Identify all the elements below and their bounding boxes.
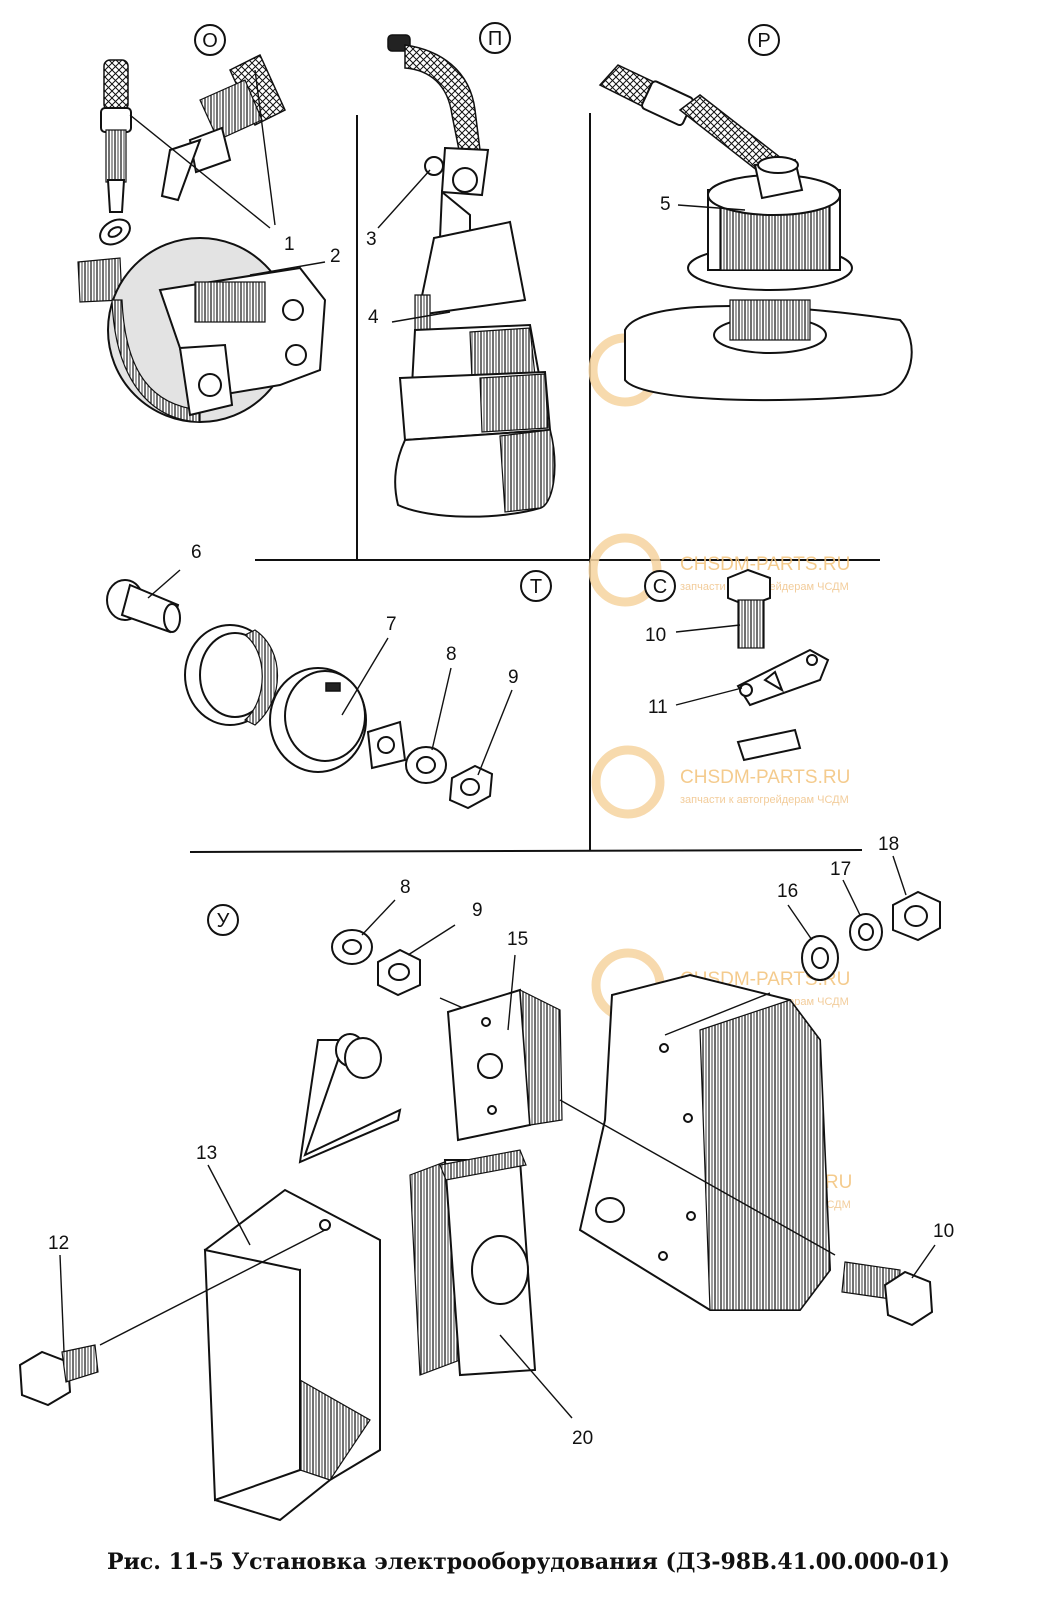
lamp-7 xyxy=(269,667,367,773)
svg-text:6: 6 xyxy=(191,542,202,563)
svg-text:5: 5 xyxy=(660,194,671,215)
svg-text:13: 13 xyxy=(196,1143,217,1164)
part-label-10b: 10 xyxy=(911,1221,954,1279)
svg-text:16: 16 xyxy=(777,881,798,902)
plate-small xyxy=(736,728,802,762)
watermark-logo-2: CHSDM-PARTS.RU запчасти к автогрейдерам … xyxy=(588,533,850,607)
svg-text:Р: Р xyxy=(757,30,770,52)
svg-text:С: С xyxy=(653,576,667,598)
nut-9b xyxy=(377,948,421,997)
part-label-13: 13 xyxy=(196,1143,251,1246)
part-1-leaders xyxy=(129,69,276,229)
svg-text:8: 8 xyxy=(400,877,411,898)
section-dividers xyxy=(189,113,880,853)
bolt-10b xyxy=(841,1261,934,1327)
section-label-o: О xyxy=(194,24,226,56)
ring-7a xyxy=(184,624,279,726)
part-label-16: 16 xyxy=(777,881,813,941)
spring-washer-17 xyxy=(849,913,883,951)
svg-text:10: 10 xyxy=(933,1221,954,1242)
nut-18 xyxy=(892,890,941,942)
nut-9a xyxy=(448,764,494,810)
part-label-8a: 8 xyxy=(431,644,457,751)
part-label-1: 1 xyxy=(284,234,295,255)
part-label-10a: 10 xyxy=(645,624,741,646)
angle-bracket-15 xyxy=(446,988,563,1142)
washer-16 xyxy=(801,935,839,981)
svg-text:запчасти к автогрейдерам ЧСДМ: запчасти к автогрейдерам ЧСДМ xyxy=(680,794,849,806)
part-label-15: 15 xyxy=(507,929,528,1031)
svg-text:4: 4 xyxy=(368,307,379,328)
sensor-body-r xyxy=(624,156,913,401)
button-cap-6 xyxy=(106,579,181,634)
svg-text:7: 7 xyxy=(386,614,397,635)
svg-text:3: 3 xyxy=(366,229,377,250)
part-label-12: 12 xyxy=(48,1233,69,1353)
cable-terminal-left xyxy=(99,59,132,246)
svg-text:CHSDM-PARTS.RU: CHSDM-PARTS.RU xyxy=(680,767,850,788)
section-label-r: Р xyxy=(748,24,780,56)
u-bracket-13 xyxy=(203,1188,381,1522)
part-label-11: 11 xyxy=(648,687,743,718)
bracket-11 xyxy=(736,648,830,707)
section-label-u: У xyxy=(207,904,239,936)
svg-text:У: У xyxy=(217,910,230,932)
part-label-3: 3 xyxy=(366,169,431,250)
figure-caption: Рис. 11-5 Установка электрооборудования … xyxy=(107,1549,950,1575)
svg-text:9: 9 xyxy=(508,667,519,688)
part-label-4: 4 xyxy=(368,307,451,328)
mounting-wall xyxy=(578,973,832,1311)
svg-text:О: О xyxy=(202,30,218,52)
switch-block xyxy=(298,1033,402,1164)
svg-text:9: 9 xyxy=(472,900,483,921)
bolt-10a xyxy=(727,568,771,649)
part-label-9b: 9 xyxy=(407,900,483,956)
svg-text:11: 11 xyxy=(648,697,668,718)
svg-text:1: 1 xyxy=(284,234,295,255)
svg-text:CHSDM-PARTS.RU: CHSDM-PARTS.RU xyxy=(680,554,850,575)
part-label-20: 20 xyxy=(499,1334,593,1449)
spring-washer-8b xyxy=(331,929,373,965)
svg-text:П: П xyxy=(488,28,502,50)
part-label-17: 17 xyxy=(830,859,861,916)
svg-text:8: 8 xyxy=(446,644,457,665)
spring-washer-8a xyxy=(405,746,447,784)
axis-lines xyxy=(99,992,836,1346)
part-label-6: 6 xyxy=(147,542,202,599)
switch-body-20 xyxy=(409,1149,537,1377)
svg-text:20: 20 xyxy=(572,1428,593,1449)
svg-text:18: 18 xyxy=(878,834,899,855)
part-label-8b: 8 xyxy=(361,877,411,936)
part-label-5: 5 xyxy=(660,194,746,215)
svg-text:15: 15 xyxy=(507,929,528,950)
bolt-12 xyxy=(18,1344,99,1407)
sensor-housing-p xyxy=(394,220,556,518)
sensor-body xyxy=(77,237,327,423)
watermark-logo-3: CHSDM-PARTS.RU запчасти к автогрейдерам … xyxy=(591,745,850,819)
part-label-18: 18 xyxy=(878,834,907,896)
svg-text:12: 12 xyxy=(48,1233,69,1254)
svg-text:17: 17 xyxy=(830,859,851,880)
sensor-cable-p xyxy=(387,34,490,242)
part-label-2: 2 xyxy=(249,246,341,276)
section-label-s: С xyxy=(644,570,676,602)
svg-text:Т: Т xyxy=(530,576,542,598)
part-label-7: 7 xyxy=(341,614,397,716)
section-label-p: П xyxy=(479,22,511,54)
section-label-t: Т xyxy=(520,570,552,602)
svg-text:10: 10 xyxy=(645,625,666,646)
cable-terminal-right xyxy=(160,53,286,202)
svg-text:2: 2 xyxy=(330,246,341,267)
part-label-9a: 9 xyxy=(477,667,519,776)
square-washer xyxy=(366,720,407,770)
